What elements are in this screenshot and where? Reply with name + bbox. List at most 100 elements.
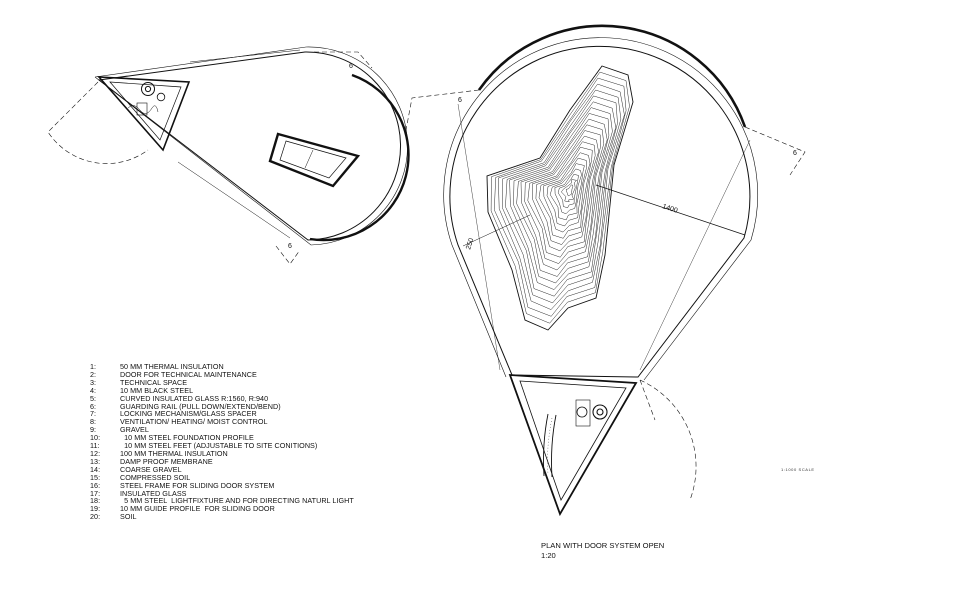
large-plan-door-swing-right: [744, 126, 806, 176]
legend-number: 17:: [90, 488, 101, 498]
legend-number: 10:: [90, 433, 101, 443]
large-plan-dimension-right: 6: [793, 150, 797, 157]
large-plan-curved-glass: [477, 24, 747, 128]
small-plan-door-swing-left: [47, 81, 149, 164]
contour-line: [527, 130, 601, 258]
large-plan-dimension-left: 6: [458, 97, 462, 104]
legend-number: 9:: [90, 425, 97, 435]
contour-line: [505, 95, 618, 297]
contour-line: [561, 179, 577, 203]
legend-number: 2:: [90, 369, 97, 379]
legend-text: DOOR FOR TECHNICAL MAINTENANCE: [120, 369, 257, 379]
legend-number: 3:: [90, 377, 97, 387]
legend-row: 10: 10 MM STEEL FOUNDATION PROFILE: [90, 434, 420, 442]
small-plan-outline-outer: [94, 46, 408, 246]
legend-row: 2: DOOR FOR TECHNICAL MAINTENANCE: [90, 371, 420, 379]
contour-line: [532, 135, 599, 252]
large-plan-terrain-sculpture: [486, 65, 634, 331]
large-plan-ventilation-unit: [592, 404, 608, 420]
contour-line: [565, 184, 574, 197]
contour-line: [516, 113, 610, 277]
legend-number: 5:: [90, 393, 97, 403]
contour-line: [549, 163, 585, 221]
large-plan-door-swing-bottom: [639, 379, 697, 501]
small-plan: [47, 46, 410, 265]
legend-row: 5: CURVED INSULATED GLASS R:1560, R:940: [90, 393, 420, 403]
legend-row: 9: GRAVEL: [90, 426, 420, 434]
legend-row: 11: 10 MM STEEL FEET (ADJUSTABLE TO SITE…: [90, 442, 420, 450]
small-plan-outline-inner: [97, 51, 401, 241]
legend-number: 13:: [90, 456, 101, 466]
small-plan-ventilation-unit: [141, 82, 155, 96]
legend-text: 50 MM THERMAL INSULATION: [120, 362, 224, 371]
legend-text: 10 MM BLACK STEEL: [120, 385, 194, 395]
large-plan-dimension-radius: 1400: [661, 203, 678, 215]
contour-line: [557, 174, 579, 209]
legend-row: 3: TECHNICAL SPACE: [90, 377, 420, 387]
legend-text: DAMP PROOF MEMBRANE: [120, 456, 213, 466]
large-plan-outline-inner: [449, 45, 751, 378]
contour-line: [524, 124, 605, 264]
small-plan-curved-glass: [309, 73, 410, 242]
legend-text: 10 MM GUIDE PROFILE FOR SLIDING DOOR: [120, 504, 275, 514]
contour-line: [546, 157, 587, 227]
material-legend: 1: 50 MM THERMAL INSULATION 2: DOOR FOR TEC…: [90, 363, 420, 521]
legend-row: 14: COARSE GRAVEL: [90, 464, 420, 474]
contour-line: [513, 107, 613, 284]
contour-line: [509, 101, 617, 290]
legend-text: 10 MM STEEL FOUNDATION PROFILE: [120, 433, 254, 443]
legend-text: STEEL FRAME FOR SLIDING DOOR SYSTEM: [120, 480, 275, 490]
small-plan-technical-space: [97, 76, 191, 152]
contour-line: [502, 89, 622, 304]
legend-text: INSULATED GLASS: [120, 488, 187, 498]
contour-line: [498, 83, 625, 310]
legend-text: CURVED INSULATED GLASS R:1560, R:940: [120, 393, 269, 403]
legend-text: SOIL: [120, 512, 137, 522]
large-plan-dimension-line: [595, 184, 746, 236]
legend-row: 16: STEEL FRAME FOR SLIDING DOOR SYSTEM: [90, 480, 420, 490]
contour-line: [543, 152, 591, 233]
large-plan-outline-outer: [443, 37, 758, 381]
legend-number: 4:: [90, 385, 97, 395]
legend-text: VENTILATION/ HEATING/ MOIST CONTROL: [120, 417, 268, 427]
legend-number: 14:: [90, 464, 101, 474]
large-plan-technical-space: [508, 374, 638, 517]
contour-line: [535, 141, 596, 245]
legend-number: 7:: [90, 409, 97, 419]
legend-number: 6:: [90, 401, 97, 411]
legend-row: 7: LOCKING MECHANISM/GLASS SPACER: [90, 410, 420, 418]
legend-number: 16:: [90, 480, 101, 490]
contour-line: [538, 146, 593, 239]
contour-line: [554, 168, 582, 215]
small-plan-dimension-bottom: 6: [288, 243, 292, 250]
small-plan-door-swing-top: [314, 51, 373, 69]
large-plan-dimension-offset: 250: [465, 237, 475, 250]
contour-line: [490, 71, 630, 324]
legend-text: COARSE GRAVEL: [120, 464, 182, 474]
legend-row: 6:GUARDING RAIL (PULL DOWN/EXTEND/BEND): [90, 401, 420, 411]
legend-text: TECHNICAL SPACE: [120, 377, 188, 387]
contour-line: [486, 65, 634, 331]
legend-number: 19:: [90, 504, 101, 514]
small-plan-light-fixture: [268, 132, 361, 188]
legend-number: 20:: [90, 512, 101, 522]
small-plan-dimension-top: 6: [349, 63, 353, 70]
plan-caption: PLAN WITH DOOR SYSTEM OPEN 1:20: [541, 541, 664, 560]
legend-number: 1:: [90, 362, 97, 371]
legend-text: LOCKING MECHANISM/GLASS SPACER: [120, 409, 257, 419]
plan-caption-title: PLAN WITH DOOR SYSTEM OPEN: [541, 541, 665, 550]
legend-row: 18: 5 MM STEEL LIGHTFIXTURE AND FOR DIRE…: [90, 497, 420, 505]
large-plan: [405, 24, 806, 517]
legend-row: 17: INSULATED GLASS: [90, 488, 420, 498]
legend-text: 100 MM THERMAL INSULATION: [120, 448, 228, 458]
legend-text: GRAVEL: [120, 425, 149, 435]
legend-row: 1: 50 MM THERMAL INSULATION: [90, 363, 420, 371]
legend-number: 8:: [90, 417, 97, 427]
contour-line: [520, 118, 608, 271]
legend-number: 12:: [90, 448, 101, 458]
plan-caption-scale: 1:20: [541, 550, 556, 560]
legend-row: 15:COMPRESSED SOIL: [90, 473, 420, 482]
legend-row: 13: DAMP PROOF MEMBRANE: [90, 456, 420, 466]
legend-row: 12: 100 MM THERMAL INSULATION: [90, 450, 420, 458]
